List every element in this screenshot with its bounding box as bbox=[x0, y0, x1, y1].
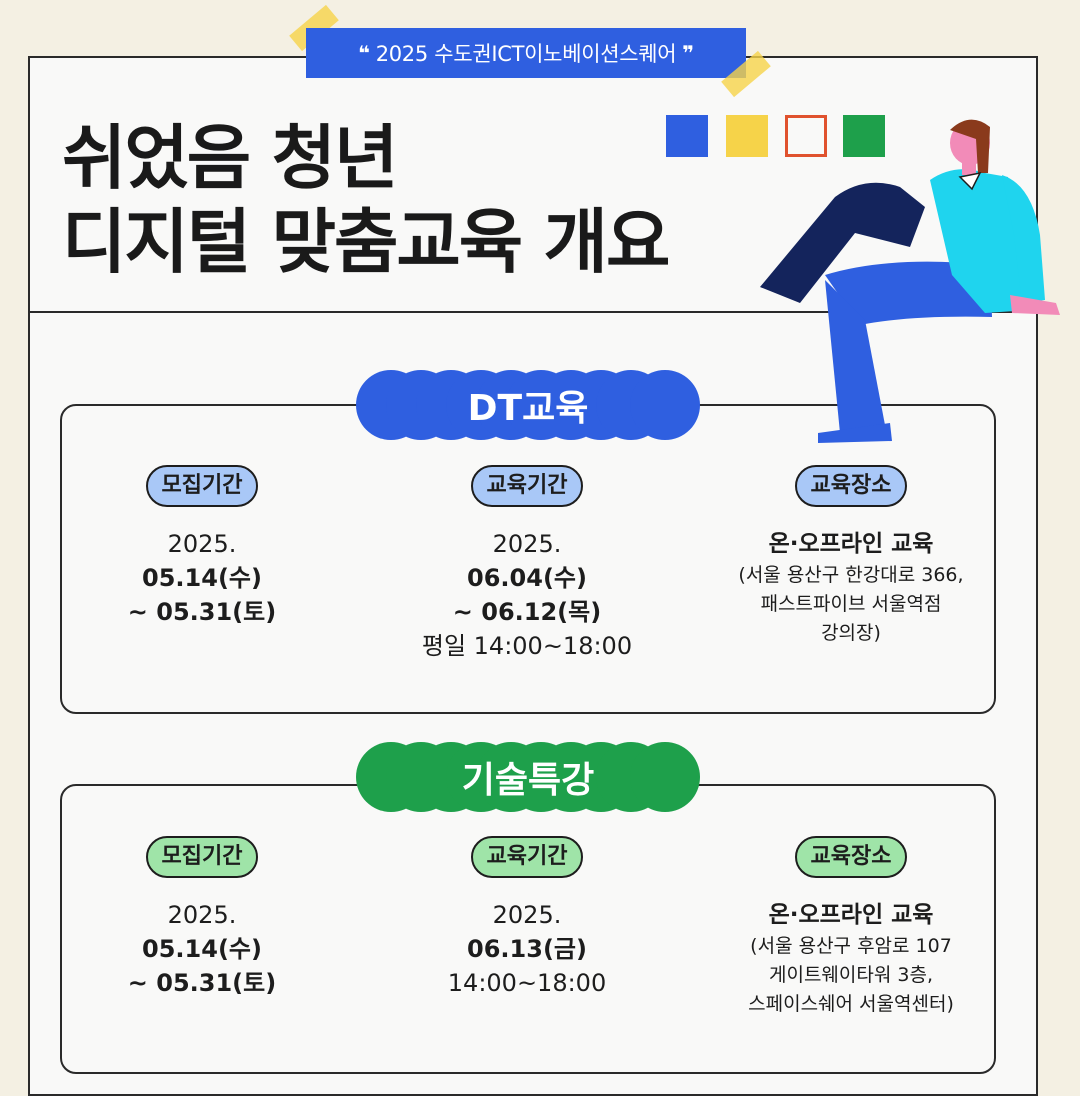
education-start: 06.04(수) bbox=[467, 564, 587, 592]
recruit-start: 05.14(수) bbox=[142, 935, 262, 963]
blue-square-icon bbox=[666, 115, 708, 157]
title-line-1: 쉬었음 청년 bbox=[62, 117, 398, 199]
education-period-column: 교육기간 2025. 06.13(금) 14:00~18:00 bbox=[377, 836, 677, 1000]
outlined-square-icon bbox=[785, 115, 827, 157]
title-divider bbox=[28, 311, 1038, 313]
recruit-year: 2025. bbox=[167, 901, 237, 929]
scalloped-pill-icon bbox=[356, 370, 700, 440]
venue-column: 교육장소 온·오프라인 교육 (서울 용산구 후암로 107 게이트웨이타워 3… bbox=[701, 836, 1001, 1019]
recruit-end: ~ 05.31(토) bbox=[127, 598, 277, 626]
venue-address-line-3: 스페이스쉐어 서울역센터) bbox=[748, 993, 954, 1015]
yellow-square-icon bbox=[726, 115, 768, 157]
education-end: ~ 06.12(목) bbox=[452, 598, 602, 626]
venue-type: 온·오프라인 교육 bbox=[768, 902, 934, 928]
education-period-tag: 교육기간 bbox=[470, 465, 584, 507]
education-time: 14:00~18:00 bbox=[447, 969, 607, 997]
recruit-period-tag: 모집기간 bbox=[145, 836, 259, 878]
recruit-period-tag: 모집기간 bbox=[145, 465, 259, 507]
venue-tag: 교육장소 bbox=[794, 836, 908, 878]
venue-address-line-3: 강의장) bbox=[821, 622, 881, 644]
education-period-tag: 교육기간 bbox=[470, 836, 584, 878]
recruit-start: 05.14(수) bbox=[142, 564, 262, 592]
venue-address-line-2: 패스트파이브 서울역점 bbox=[760, 593, 942, 615]
venue-address-line-2: 게이트웨이타워 3층, bbox=[768, 964, 933, 986]
venue-type: 온·오프라인 교육 bbox=[768, 531, 934, 557]
dt-education-section bbox=[60, 404, 996, 714]
education-year: 2025. bbox=[492, 530, 562, 558]
page-title: 쉬었음 청년 디지털 맞춤교육 개요 bbox=[62, 116, 670, 284]
recruit-period-column: 모집기간 2025. 05.14(수) ~ 05.31(토) bbox=[52, 465, 352, 629]
dt-education-header: DT교육 bbox=[356, 370, 700, 440]
open-quote-icon: ❝ bbox=[358, 41, 370, 65]
top-banner: ❝ 2025 수도권ICT이노베이션스퀘어 ❞ bbox=[306, 28, 746, 78]
title-line-2: 디지털 맞춤교육 개요 bbox=[62, 201, 670, 283]
education-date: 06.13(금) bbox=[467, 935, 587, 963]
sitting-person-illustration bbox=[760, 119, 1060, 443]
banner-text: 2025 수도권ICT이노베이션스퀘어 bbox=[375, 42, 677, 66]
venue-address-line-1: (서울 용산구 후암로 107 bbox=[750, 935, 952, 957]
close-quote-icon: ❞ bbox=[682, 41, 694, 65]
education-time: 평일 14:00~18:00 bbox=[421, 632, 633, 660]
recruit-end: ~ 05.31(토) bbox=[127, 969, 277, 997]
tech-lecture-section bbox=[60, 784, 996, 1074]
scalloped-pill-icon bbox=[356, 742, 700, 812]
recruit-period-column: 모집기간 2025. 05.14(수) ~ 05.31(토) bbox=[52, 836, 352, 1000]
section-title: DT교육 bbox=[467, 388, 589, 429]
section-title: 기술특강 bbox=[461, 760, 595, 801]
tech-lecture-header: 기술특강 bbox=[356, 742, 700, 812]
recruit-year: 2025. bbox=[167, 530, 237, 558]
venue-tag: 교육장소 bbox=[794, 465, 908, 507]
education-period-column: 교육기간 2025. 06.04(수) ~ 06.12(목) 평일 14:00~… bbox=[377, 465, 677, 663]
education-year: 2025. bbox=[492, 901, 562, 929]
venue-address-line-1: (서울 용산구 한강대로 366, bbox=[738, 564, 964, 586]
green-square-icon bbox=[843, 115, 885, 157]
venue-column: 교육장소 온·오프라인 교육 (서울 용산구 한강대로 366, 패스트파이브 … bbox=[701, 465, 1001, 648]
